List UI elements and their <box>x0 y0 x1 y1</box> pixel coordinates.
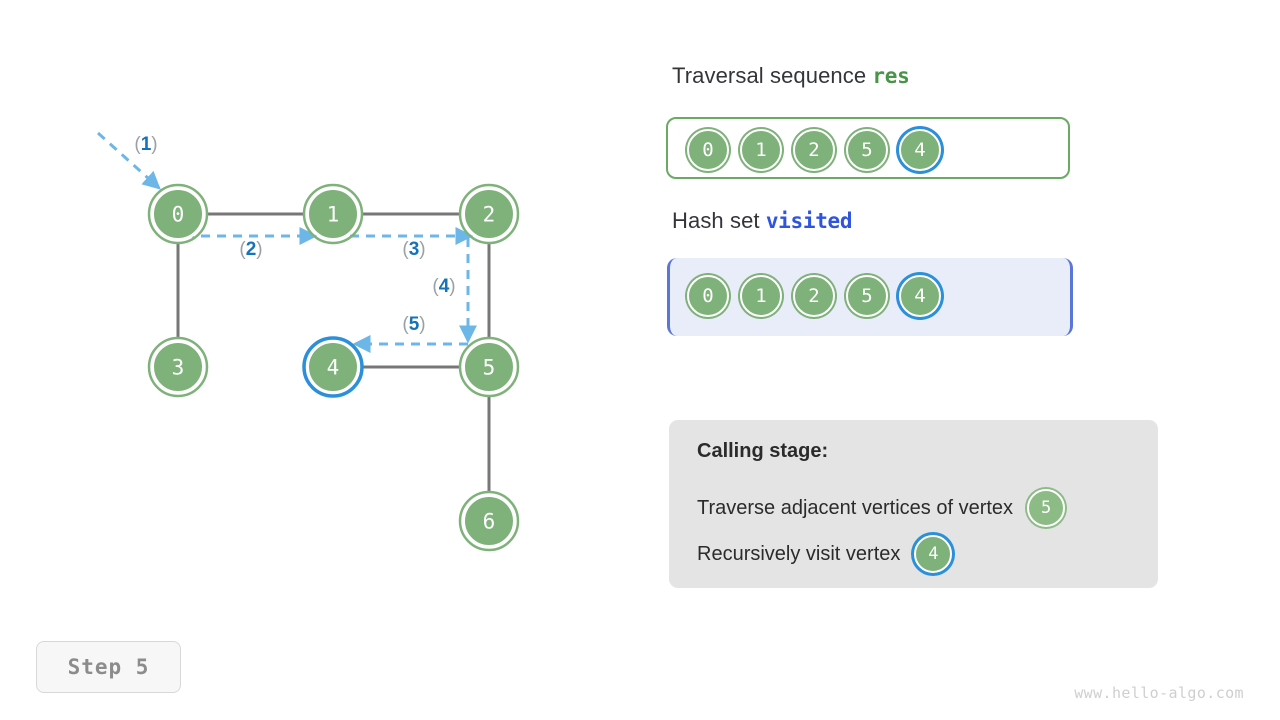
node-label: 2 <box>483 203 496 227</box>
graph-node-4: 4 <box>302 336 364 398</box>
node-body <box>151 340 205 394</box>
node-body <box>151 187 205 241</box>
node-outer-ring <box>302 183 364 245</box>
calling-stage-line-1: Traverse adjacent vertices of vertex 5 <box>697 489 1066 527</box>
graph-node-3: 3 <box>147 336 209 398</box>
visited-chip-0: 0 <box>687 275 729 317</box>
node-label: 1 <box>327 203 340 227</box>
arrow-label-4: (4) <box>432 276 455 297</box>
node-body <box>462 340 516 394</box>
calling-stage-card: Calling stage: Traverse adjacent vertice… <box>669 420 1158 588</box>
node-label: 6 <box>483 510 496 534</box>
visited-chip-1: 1 <box>740 275 782 317</box>
traversal-arrow-1 <box>96 131 161 190</box>
visited-chip-5: 5 <box>846 275 888 317</box>
node-label: 5 <box>483 356 496 380</box>
node-label: 3 <box>172 356 185 380</box>
res-heading: Traversal sequence res <box>672 63 910 89</box>
arrow-label-2: (2) <box>239 239 262 260</box>
graph-nodes: 0 1 2 3 4 5 6 <box>147 183 520 552</box>
node-outer-ring <box>147 336 209 398</box>
node-body <box>462 187 516 241</box>
traversal-arrow-labels: (1) (2) (3) (4) (5) <box>134 134 455 335</box>
res-chip-5: 5 <box>846 129 888 171</box>
arrow-label-3: (3) <box>402 239 425 260</box>
calling-stage-title: Calling stage: <box>697 440 829 462</box>
res-identifier: res <box>872 64 910 88</box>
node-body <box>462 494 516 548</box>
node-label: 0 <box>172 203 185 227</box>
calling-stage-line-2: Recursively visit vertex 4 <box>697 535 953 573</box>
node-outer-ring <box>458 183 520 245</box>
graph-node-2: 2 <box>458 183 520 245</box>
res-chip-2: 2 <box>793 129 835 171</box>
visited-chip-2: 2 <box>793 275 835 317</box>
visited-identifier: visited <box>765 209 853 233</box>
graph-node-6: 6 <box>458 490 520 552</box>
arrow-label-1: (1) <box>134 134 157 155</box>
graph-node-0: 0 <box>147 183 209 245</box>
node-outer-ring <box>458 336 520 398</box>
calling-stage-line-2-text: Recursively visit vertex <box>697 542 901 565</box>
watermark: www.hello-algo.com <box>1074 684 1244 702</box>
node-outer-ring <box>302 336 364 398</box>
step-badge: Step 5 <box>36 641 181 693</box>
calling-stage-vertex-5-chip: 5 <box>1027 489 1066 527</box>
res-heading-text: Traversal sequence <box>672 63 867 88</box>
arrow-label-5: (5) <box>402 314 425 335</box>
node-outer-ring <box>147 183 209 245</box>
node-body <box>306 340 360 394</box>
node-body <box>306 187 360 241</box>
graph-edges <box>176 212 491 491</box>
res-chip-0: 0 <box>687 129 729 171</box>
visited-heading: Hash set visited <box>672 208 853 234</box>
node-label: 4 <box>327 356 340 380</box>
node-outer-ring <box>458 490 520 552</box>
visited-heading-text: Hash set <box>672 208 760 233</box>
calling-stage-vertex-4-chip: 4 <box>914 535 953 573</box>
visited-chip-4: 4 <box>899 275 941 317</box>
graph-diagram: (1) (2) (3) (4) (5) 0 1 2 3 4 5 6 <box>96 131 520 552</box>
graph-node-5: 5 <box>458 336 520 398</box>
res-chip-1: 1 <box>740 129 782 171</box>
res-chip-4: 4 <box>899 129 941 171</box>
calling-stage-line-1-text: Traverse adjacent vertices of vertex <box>697 496 1014 519</box>
graph-node-1: 1 <box>302 183 364 245</box>
traversal-arrows <box>96 131 477 353</box>
